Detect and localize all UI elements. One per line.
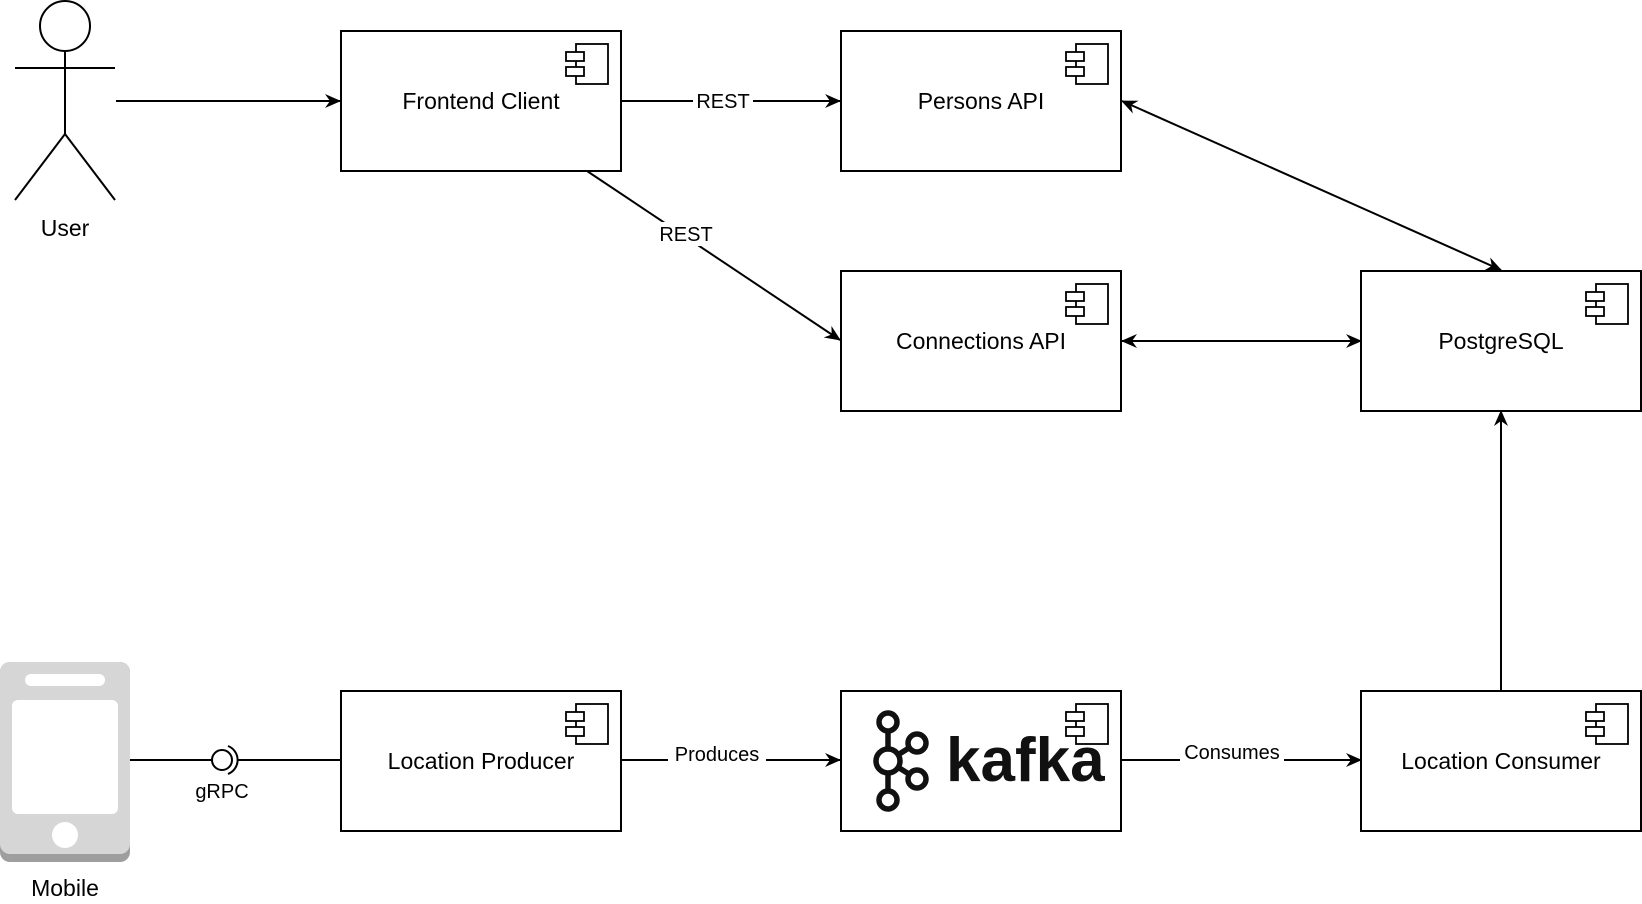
component-icon	[565, 703, 609, 745]
component-icon	[1585, 703, 1629, 745]
frontend-client-component[interactable]: Frontend Client	[340, 30, 622, 172]
user-label: User	[41, 215, 90, 241]
postgresql-component[interactable]: PostgreSQL	[1360, 270, 1642, 412]
kafka-logo-text: kafka	[946, 726, 1105, 795]
edge-label-grpc: gRPC	[195, 781, 248, 803]
kafka-component[interactable]: kafka	[840, 690, 1122, 832]
edge-label-consumes: Consumes	[1184, 742, 1280, 764]
mobile-phone-icon	[0, 662, 130, 862]
mobile-actor[interactable]: Mobile	[0, 662, 130, 901]
mobile-label: Mobile	[31, 875, 99, 901]
postgresql-label: PostgreSQL	[1438, 328, 1563, 354]
user-actor[interactable]: User	[14, 0, 116, 241]
connections-api-label: Connections API	[896, 328, 1066, 354]
component-icon	[1065, 703, 1109, 745]
component-icon	[1065, 43, 1109, 85]
edge-persons-postgres	[1121, 100, 1502, 271]
location-producer-label: Location Producer	[388, 748, 575, 774]
persons-api-component[interactable]: Persons API	[840, 30, 1122, 172]
kafka-logo-icon	[873, 710, 929, 812]
component-icon	[1065, 283, 1109, 325]
user-icon	[14, 0, 116, 201]
frontend-client-label: Frontend Client	[402, 88, 560, 114]
edge-mobile-producer	[130, 745, 340, 775]
persons-api-label: Persons API	[918, 88, 1045, 114]
edge-label-rest-connections: REST	[659, 224, 712, 246]
location-producer-component[interactable]: Location Producer	[340, 690, 622, 832]
location-consumer-component[interactable]: Location Consumer	[1360, 690, 1642, 832]
component-icon	[1585, 283, 1629, 325]
edge-label-rest-persons: REST	[696, 91, 749, 113]
component-icon	[565, 43, 609, 85]
edge-frontend-connections	[586, 170, 841, 341]
location-consumer-label: Location Consumer	[1401, 748, 1601, 774]
connections-api-component[interactable]: Connections API	[840, 270, 1122, 412]
edge-label-produces: Produces	[675, 744, 760, 766]
